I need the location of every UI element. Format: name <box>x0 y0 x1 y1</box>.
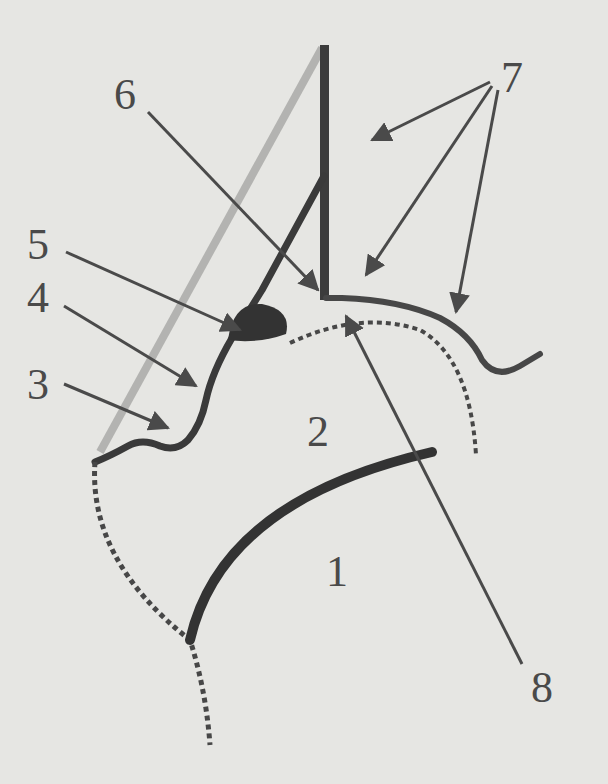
leader-line <box>64 306 196 386</box>
callout-number: 8 <box>531 666 553 710</box>
capsule-outline <box>95 176 324 462</box>
callout-number: 5 <box>27 223 49 267</box>
callout-number: 3 <box>27 363 49 407</box>
labrum-blob <box>228 304 287 341</box>
leader-lines <box>64 82 522 664</box>
leader-line <box>148 112 318 290</box>
callout-number: 2 <box>307 410 329 454</box>
tendon-outline <box>326 298 540 372</box>
callout-number: 6 <box>114 73 136 117</box>
vertical-bar <box>320 45 329 300</box>
leader-line <box>346 316 522 664</box>
callout-number: 7 <box>501 56 523 100</box>
leader-line <box>366 86 492 275</box>
leader-line <box>66 252 240 330</box>
callout-number: 1 <box>326 550 348 594</box>
bone-arc <box>190 452 432 640</box>
callout-number: 4 <box>27 276 49 320</box>
leader-line <box>372 82 490 140</box>
dotted-outline <box>95 462 210 745</box>
leader-line <box>456 90 498 312</box>
leader-line <box>64 384 168 428</box>
